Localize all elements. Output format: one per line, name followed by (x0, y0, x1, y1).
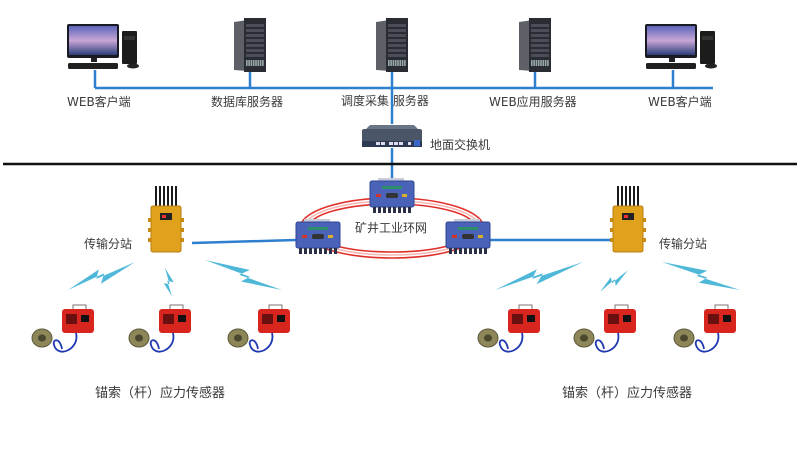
ring-switch-icon (369, 178, 415, 213)
cable (694, 332, 720, 353)
wireless-signal-icon (495, 262, 583, 290)
tower-server-icon (234, 18, 266, 72)
antenna (155, 186, 157, 208)
cable (498, 332, 524, 353)
antenna (167, 186, 169, 208)
label-sensors-left: 锚索（杆）应力传感器 (95, 386, 226, 401)
wireless-signal-icon (662, 262, 740, 290)
cable (149, 332, 175, 353)
wireless-signal-icon (163, 268, 174, 296)
antenna (159, 186, 161, 208)
label-industrial-ring: 矿井工业环网 (355, 221, 428, 235)
stress-sensor-icon (573, 304, 636, 353)
ring-switch-icon (295, 219, 341, 254)
pc-tower (700, 31, 715, 64)
ring-switch-icon (445, 219, 491, 254)
keyboard (646, 63, 696, 69)
label-substation-right: 传输分站 (659, 237, 708, 251)
label-web-app-server: WEB应用服务器 (489, 95, 577, 109)
antenna (629, 186, 631, 208)
antenna (163, 186, 165, 208)
antenna (621, 186, 623, 208)
wireless-signal-icon (205, 260, 282, 290)
antenna (171, 186, 173, 208)
stress-sensor-icon (673, 304, 736, 353)
screen (69, 26, 117, 55)
keyboard (68, 63, 118, 69)
desktop-computer-icon (645, 24, 717, 69)
transmission-substation-icon (610, 186, 646, 253)
label-dispatch-server: 调度采集 服务器 (341, 94, 429, 108)
cable (248, 332, 274, 353)
antenna (633, 186, 635, 208)
tower-server-icon (376, 18, 408, 72)
antenna (637, 186, 639, 208)
stress-sensor-icon (31, 304, 94, 353)
antenna (175, 186, 177, 208)
pc-tower (122, 31, 137, 64)
antenna (617, 186, 619, 208)
cable (594, 332, 620, 353)
ground-switch (362, 125, 422, 147)
surface-bus (93, 70, 713, 180)
screen (647, 26, 695, 55)
stress-sensor-icon (227, 304, 290, 353)
label-web-client-2: WEB客户端 (648, 95, 712, 109)
transmission-substation-icon (148, 186, 184, 253)
wireless-signal-icon (68, 262, 135, 290)
cable (52, 332, 78, 353)
antenna (625, 186, 627, 208)
mouse (127, 63, 139, 69)
label-substation-left: 传输分站 (84, 237, 133, 251)
desktop-computer-icon (67, 24, 139, 69)
stress-sensor-icon (477, 304, 540, 353)
mouse (705, 63, 717, 69)
label-db-server: 数据库服务器 (211, 95, 284, 109)
wireless-signal-icon (600, 270, 628, 292)
tower-server-icon (519, 18, 551, 72)
label-sensors-right: 锚索（杆）应力传感器 (562, 386, 693, 401)
label-ground-switch: 地面交换机 (430, 138, 491, 152)
stress-sensor-icon (128, 304, 191, 353)
label-web-client-1: WEB客户端 (67, 95, 131, 109)
link-left-substation (191, 238, 297, 245)
